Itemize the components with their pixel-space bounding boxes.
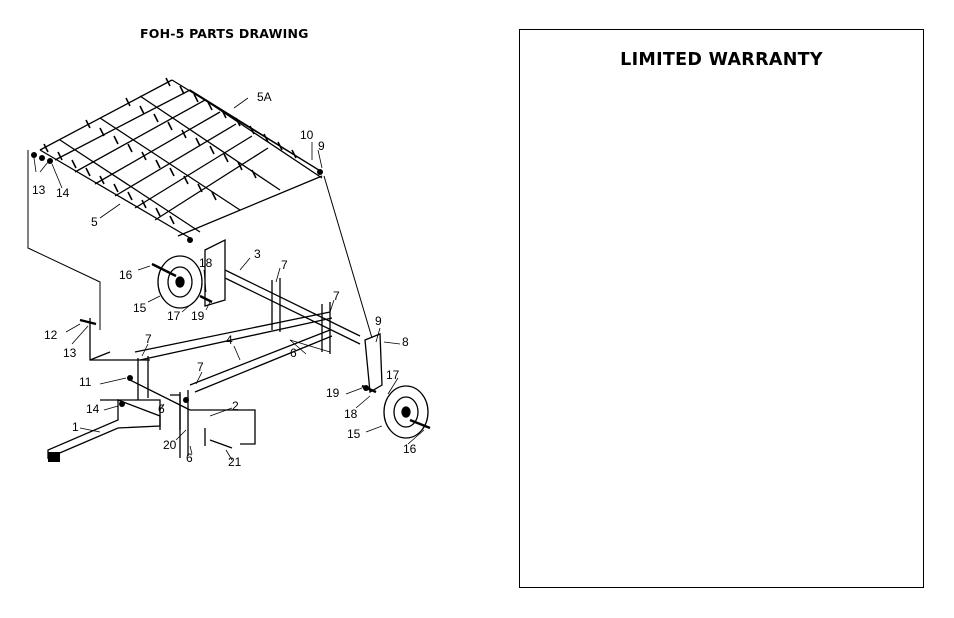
callout-15-left: 15 bbox=[133, 301, 147, 315]
callout-1: 1 bbox=[72, 420, 79, 434]
page-title: FOH-5 PARTS DRAWING bbox=[140, 26, 309, 41]
callout-6-a: 6 bbox=[290, 346, 297, 360]
callout-6-b: 6 bbox=[158, 402, 165, 416]
callout-7-d: 7 bbox=[197, 360, 204, 374]
callout-16-left: 16 bbox=[119, 268, 133, 282]
callout-16-right: 16 bbox=[403, 442, 417, 456]
callout-7-b: 7 bbox=[333, 289, 340, 303]
callout-7-c: 7 bbox=[145, 332, 152, 346]
callout-6-c: 6 bbox=[186, 451, 193, 465]
warranty-title: LIMITED WARRANTY bbox=[620, 50, 823, 70]
callout-12: 12 bbox=[44, 328, 58, 342]
callout-17-left: 17 bbox=[167, 309, 181, 323]
callout-19-left: 19 bbox=[191, 309, 205, 323]
callout-5a: 5A bbox=[257, 90, 272, 104]
callout-9-top: 9 bbox=[318, 139, 325, 153]
callout-14-top: 14 bbox=[56, 186, 70, 200]
callout-4: 4 bbox=[226, 333, 233, 347]
callout-17-right: 17 bbox=[386, 368, 400, 382]
callout-13-top: 13 bbox=[32, 183, 46, 197]
callout-3: 3 bbox=[254, 247, 261, 261]
callout-7-a: 7 bbox=[281, 258, 288, 272]
callout-18-left: 18 bbox=[199, 256, 213, 270]
callout-21: 21 bbox=[228, 455, 242, 469]
parts-drawing: 5A 10 9 13 14 5 3 7 18 16 15 17 19 7 12 … bbox=[27, 77, 431, 469]
callout-19-right: 19 bbox=[326, 386, 340, 400]
callout-11: 11 bbox=[79, 375, 92, 389]
callout-13-bottom: 13 bbox=[63, 346, 77, 360]
callout-15-right: 15 bbox=[347, 427, 361, 441]
callout-20: 20 bbox=[163, 438, 177, 452]
callout-5: 5 bbox=[91, 215, 98, 229]
callout-14-bottom: 14 bbox=[86, 402, 100, 416]
callout-8: 8 bbox=[402, 335, 409, 349]
callout-18-right: 18 bbox=[344, 407, 358, 421]
callout-9-bottom: 9 bbox=[375, 314, 382, 328]
callout-10: 10 bbox=[300, 128, 314, 142]
callout-2: 2 bbox=[232, 399, 239, 413]
warranty-box: LIMITED WARRANTY bbox=[519, 29, 924, 588]
